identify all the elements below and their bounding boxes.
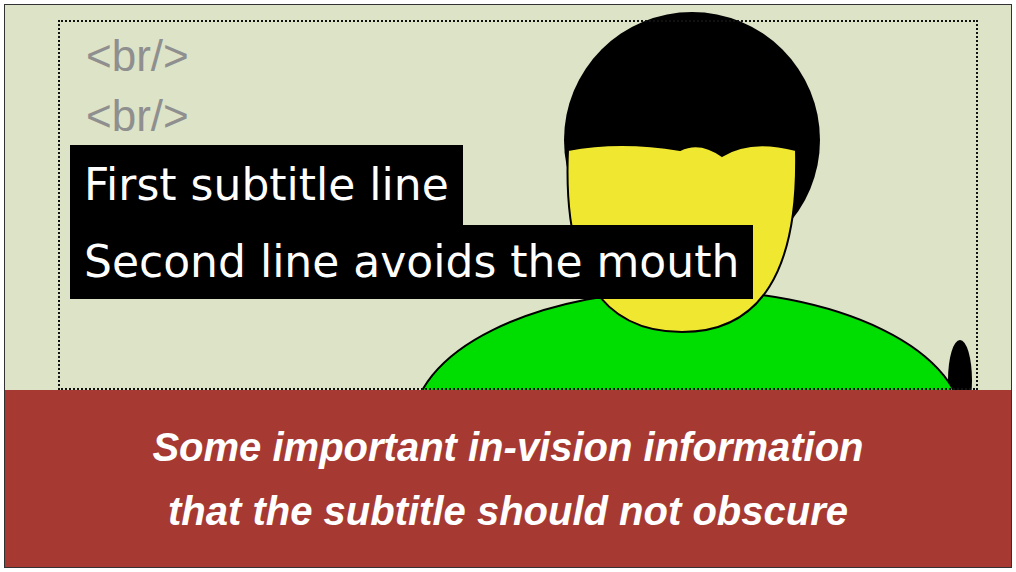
background xyxy=(5,5,1012,568)
markup-tag: <br/> xyxy=(86,86,976,146)
subtitle-text: Second line avoids the mouth xyxy=(84,225,739,299)
markup-tag: <br/> xyxy=(86,26,976,86)
info-band: Some important in-vision information tha… xyxy=(5,390,1011,567)
subtitle-line: First subtitle line xyxy=(70,145,463,225)
subtitle-text: First subtitle line xyxy=(84,145,449,225)
info-text: Some important in-vision information tha… xyxy=(118,415,898,543)
safe-area: <br/><br/>First subtitle lineSecond line… xyxy=(58,20,978,390)
subtitle-line: Second line avoids the mouth xyxy=(70,225,753,299)
